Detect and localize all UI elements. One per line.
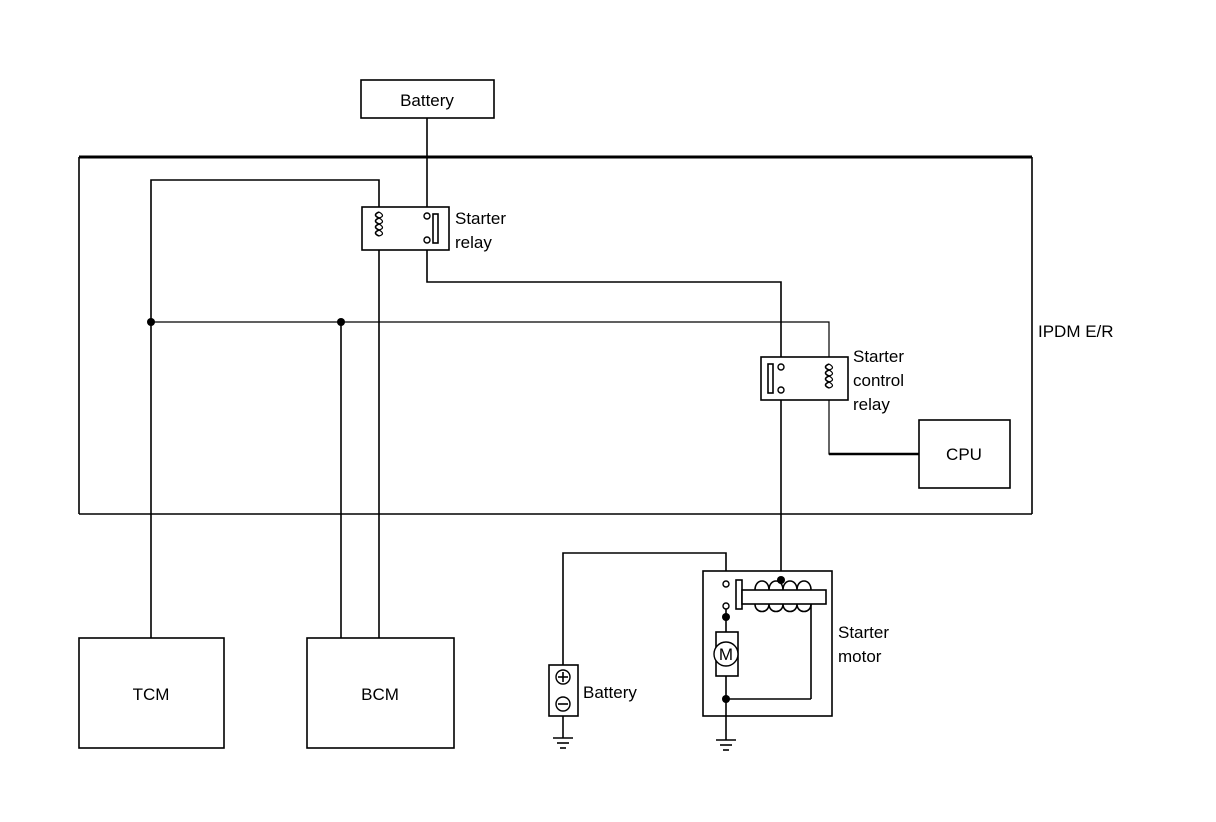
cpu-box [918, 419, 1011, 489]
battery-top-box [360, 79, 495, 119]
starter-control-relay-label: control [853, 371, 904, 390]
battery-top-label: Battery [400, 91, 454, 110]
plus-icon [555, 669, 571, 685]
starter-control-relay-label: Starter [853, 347, 904, 366]
tcm-label: TCM [133, 685, 170, 704]
ground-icon [716, 739, 736, 751]
bcm-box [306, 637, 455, 749]
starter-relay-label: relay [455, 233, 492, 252]
ipdm-enclosure [78, 155, 1033, 515]
starter-relay-label: Starter [455, 209, 506, 228]
starter-control-relay [760, 356, 849, 401]
motor-symbol: M [719, 645, 733, 664]
starter-control-relay-label: relay [853, 395, 890, 414]
minus-icon [555, 696, 571, 712]
bcm-label: BCM [361, 685, 399, 704]
battery-bottom-label: Battery [583, 683, 637, 702]
battery-bottom [548, 552, 727, 738]
starter-motor-label: motor [838, 647, 882, 666]
junction-dot [147, 318, 155, 326]
junction-dot [337, 318, 345, 326]
starter-relay [361, 206, 450, 251]
ground-icon [553, 737, 573, 749]
starter-motor-label: Starter [838, 623, 889, 642]
ipdm-label: IPDM E/R [1038, 322, 1114, 341]
starter-motor [702, 570, 833, 740]
tcm-box [78, 637, 225, 749]
cpu-label: CPU [946, 445, 982, 464]
ipdm-wires [150, 179, 919, 638]
